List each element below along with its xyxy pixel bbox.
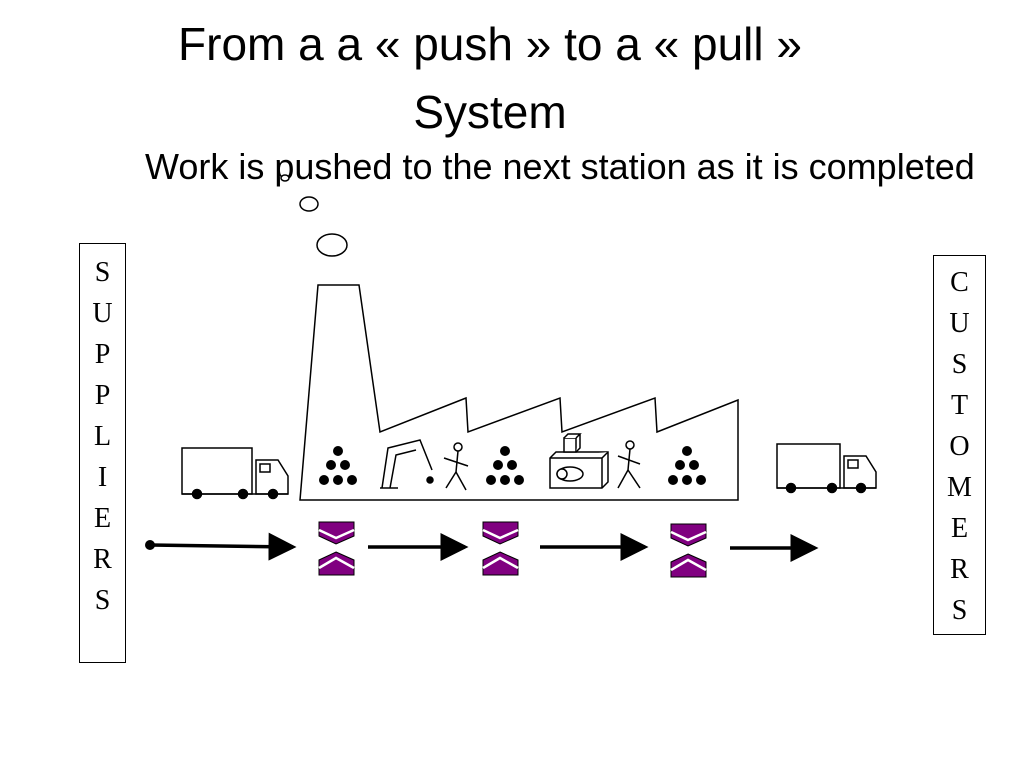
worker-icon: [617, 440, 641, 489]
crane-machine-icon: [380, 439, 434, 489]
customers-letter: E: [950, 513, 969, 544]
customers-letter: O: [949, 431, 970, 462]
suppliers-letter: U: [92, 298, 113, 329]
title-line-1: From a a « push » to a « pull »: [178, 18, 802, 70]
buffer-hourglass-icon: [482, 521, 519, 576]
customers-letter: U: [949, 308, 970, 339]
suppliers-letter: P: [94, 339, 111, 370]
customers-letter: M: [947, 472, 972, 503]
customers-letter: S: [951, 349, 968, 380]
suppliers-letter: E: [93, 503, 112, 534]
suppliers-letter: I: [97, 462, 108, 493]
factory-icon: [299, 284, 739, 501]
press-machine-icon: [549, 433, 609, 489]
customers-box: C U S T O M E R S: [933, 255, 986, 635]
truck-icon: [776, 443, 877, 494]
suppliers-letter: R: [93, 544, 112, 575]
title-line-2: System: [413, 86, 567, 138]
suppliers-letter: S: [94, 585, 111, 616]
customers-letter: T: [950, 390, 969, 421]
worker-icon: [443, 442, 469, 491]
suppliers-letter: P: [94, 380, 111, 411]
buffer-hourglass-icon: [670, 523, 707, 578]
suppliers-letter: L: [93, 421, 112, 452]
inventory-pile-icon: [668, 446, 706, 485]
slide-title: From a a « push » to a « pull » System: [100, 10, 880, 146]
customers-letter: R: [950, 554, 969, 585]
suppliers-letter: S: [94, 257, 111, 288]
buffer-hourglass-icon: [318, 521, 355, 576]
suppliers-box: S U P P L I E R S: [79, 243, 126, 663]
inventory-pile-icon: [319, 446, 357, 485]
customers-letter: S: [951, 595, 968, 626]
customers-letter: C: [950, 267, 969, 298]
smoke-icon: [280, 174, 348, 257]
truck-icon: [181, 447, 289, 500]
flow-arrow-icon: [145, 532, 297, 561]
inventory-pile-icon: [486, 446, 524, 485]
